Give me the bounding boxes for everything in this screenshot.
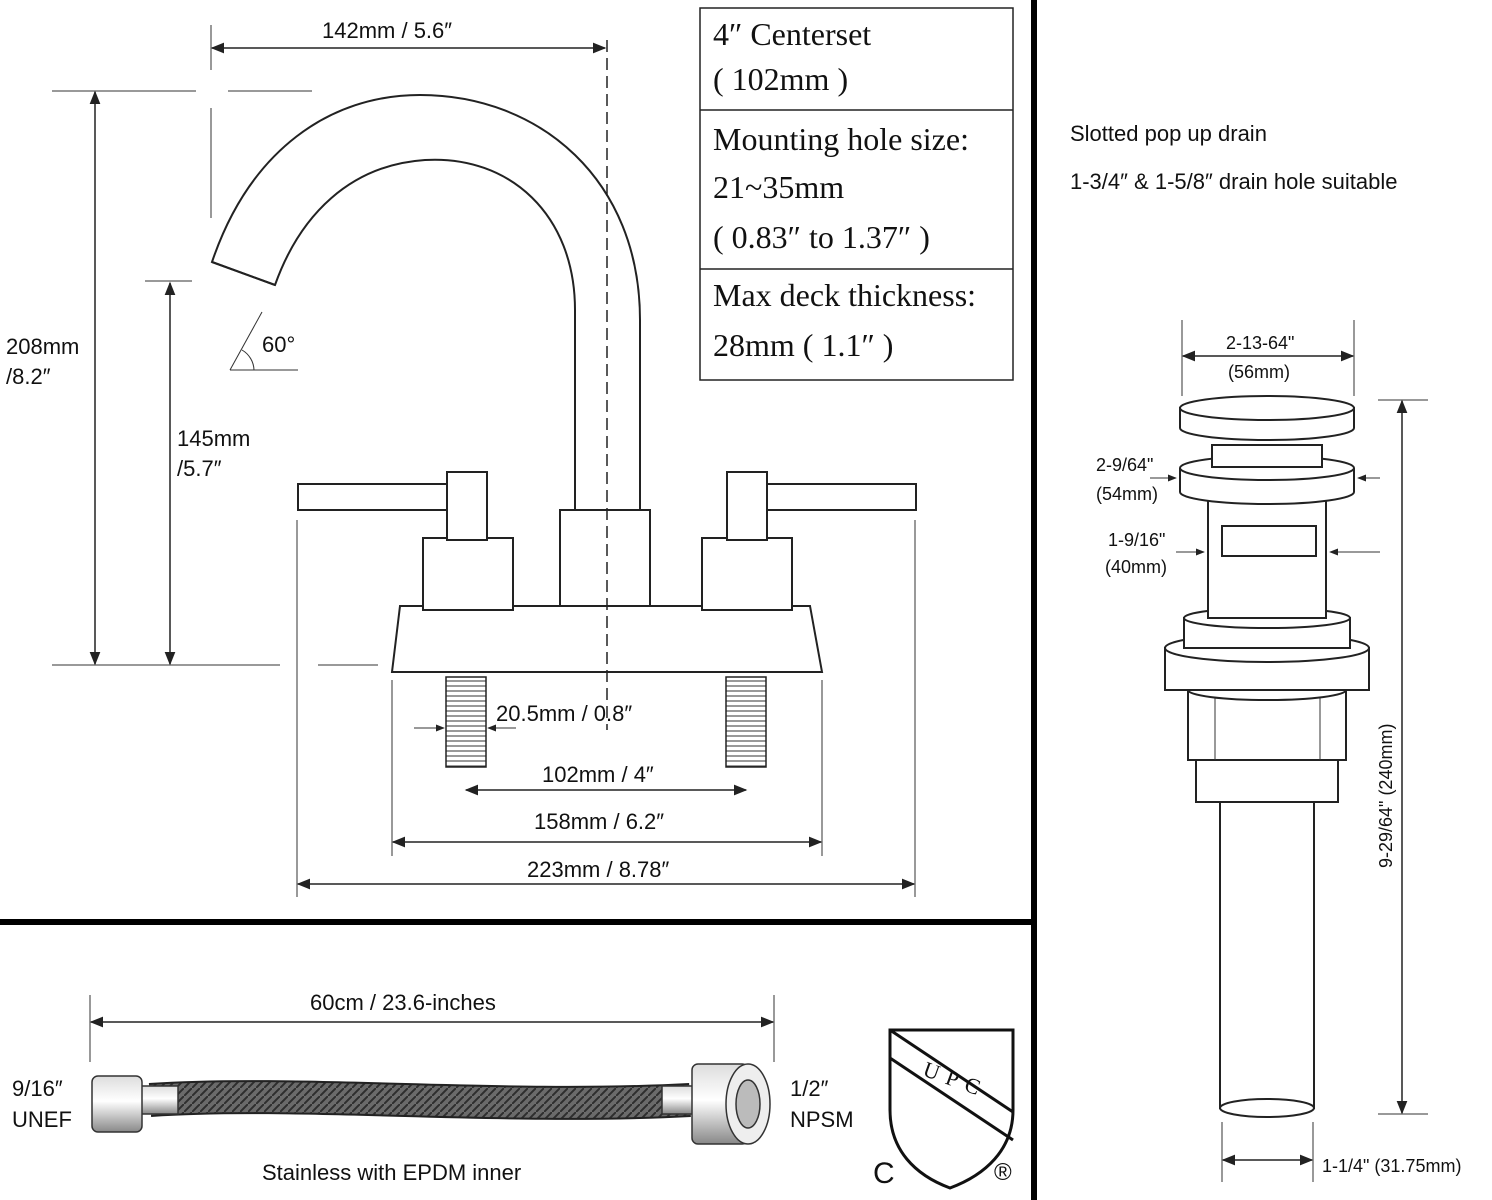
hose-right-thread-size: 1/2″ bbox=[790, 1076, 829, 1101]
centerset-line1: 4″ Centerset bbox=[713, 16, 871, 52]
centers-label: 102mm / 4″ bbox=[542, 762, 654, 787]
drain-subtitle: 1-3/4″ & 1-5/8″ drain hole suitable bbox=[1070, 169, 1397, 194]
hose-right-thread-type: NPSM bbox=[790, 1107, 854, 1132]
faucet-dimensions bbox=[52, 25, 916, 897]
hose-dimensions bbox=[89, 995, 775, 1062]
hole-size-line1: Mounting hole size: bbox=[713, 121, 969, 157]
total-height-in-label: /8.2″ bbox=[6, 364, 51, 389]
drain-dimensions bbox=[1150, 320, 1428, 1182]
hole-size-line2: 21~35mm bbox=[713, 169, 844, 205]
spout-reach-label: 142mm / 5.6″ bbox=[322, 18, 452, 43]
hose-drawing bbox=[91, 1063, 771, 1145]
deck-line2: 28mm ( 1.1″ ) bbox=[713, 327, 893, 363]
spout-height-in-label: /5.7″ bbox=[177, 456, 222, 481]
hole-size-line3: ( 0.83″ to 1.37″ ) bbox=[713, 219, 930, 255]
centerset-line2: ( 102mm ) bbox=[713, 61, 848, 97]
drain-title: Slotted pop up drain bbox=[1070, 121, 1267, 146]
upc-logo: UPC C ® bbox=[873, 1028, 1015, 1190]
hose-left-thread-size: 9/16″ bbox=[12, 1076, 63, 1101]
base-width-label: 158mm / 6.2″ bbox=[534, 809, 664, 834]
body-diameter-label: 1-9/16" bbox=[1108, 530, 1165, 550]
hose-length-label: 60cm / 23.6-inches bbox=[310, 990, 496, 1015]
cap-diameter-mm-label: (56mm) bbox=[1228, 362, 1290, 382]
shank-label: 20.5mm / 0.8″ bbox=[496, 701, 632, 726]
tailpipe-diameter-label: 1-1/4" (31.75mm) bbox=[1322, 1156, 1461, 1176]
drain-height-label: 9-29/64" (240mm) bbox=[1376, 724, 1396, 868]
drain-drawing bbox=[1164, 395, 1370, 1118]
cap-diameter-label: 2-13-64" bbox=[1226, 333, 1294, 353]
faucet-dimension-labels: 142mm / 5.6″ 208mm /8.2″ 145mm /5.7″ 60°… bbox=[6, 18, 670, 882]
drain-dimension-labels: 2-13-64" (56mm) 2-9/64" (54mm) 1-9/16" (… bbox=[1096, 333, 1461, 1176]
body-diameter-mm-label: (40mm) bbox=[1105, 557, 1167, 577]
flange-diameter-label: 2-9/64" bbox=[1096, 455, 1153, 475]
spout-height-mm-label: 145mm bbox=[177, 426, 250, 451]
flange-diameter-mm-label: (54mm) bbox=[1096, 484, 1158, 504]
faucet-drawing bbox=[210, 40, 917, 768]
total-height-mm-label: 208mm bbox=[6, 334, 79, 359]
upc-c-mark: C bbox=[873, 1157, 895, 1190]
hose-caption: Stainless with EPDM inner bbox=[262, 1160, 521, 1185]
overall-width-label: 223mm / 8.78″ bbox=[527, 857, 670, 882]
deck-line1: Max deck thickness: bbox=[713, 277, 976, 313]
spec-table: 4″ Centerset ( 102mm ) Mounting hole siz… bbox=[699, 7, 1014, 381]
upc-registered-mark: ® bbox=[994, 1159, 1012, 1186]
hose-left-thread-type: UNEF bbox=[12, 1107, 72, 1132]
angle-label: 60° bbox=[262, 332, 295, 357]
